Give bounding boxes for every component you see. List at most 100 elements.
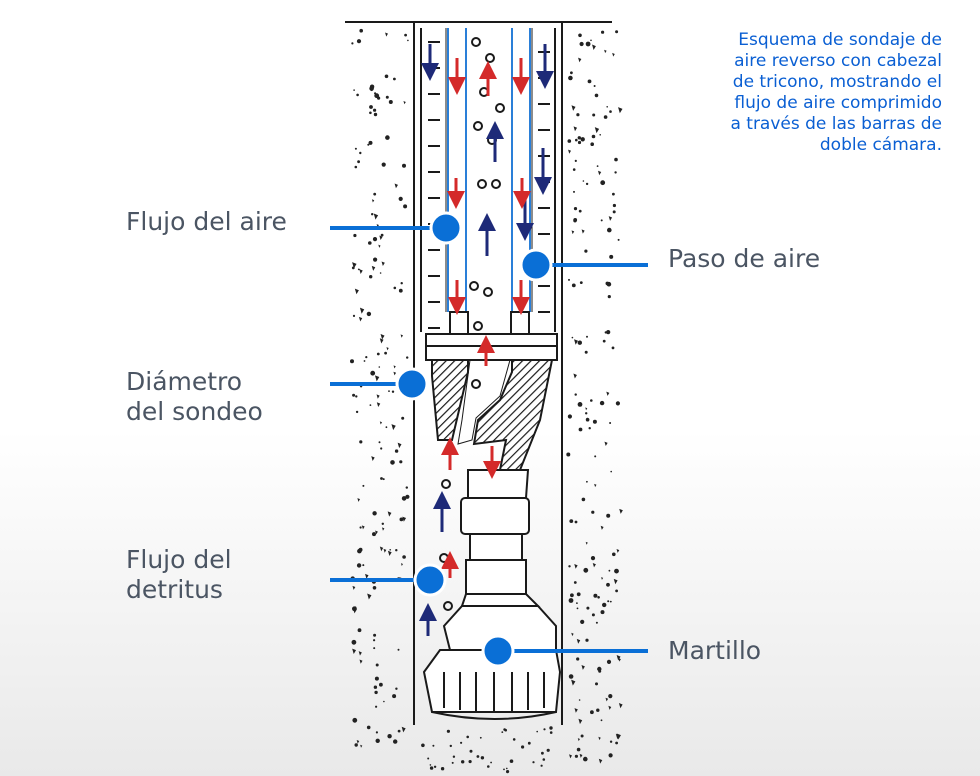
label-text: Paso de aire	[668, 244, 821, 273]
callouts	[330, 211, 648, 668]
ground-speck	[380, 447, 383, 450]
ground-speck	[363, 360, 366, 362]
ground-speck	[351, 639, 357, 645]
ground-speck	[532, 761, 535, 764]
ground-speck	[573, 190, 575, 193]
debris-bubble	[477, 179, 487, 189]
ground-speck	[591, 134, 596, 139]
ground-speck	[383, 548, 387, 553]
debris-bubble	[471, 37, 481, 47]
ground-speck	[379, 546, 384, 552]
ground-speck	[571, 230, 575, 235]
caption-line: aire reverso con cabezal	[734, 51, 942, 71]
ground-speck	[359, 28, 364, 33]
ground-speck	[352, 262, 357, 269]
ground-speck	[618, 658, 621, 662]
flow-arrows	[419, 44, 554, 636]
ground-speck	[604, 49, 607, 54]
ground-speck	[432, 744, 435, 747]
ground-speck	[595, 682, 598, 686]
ground-speck	[541, 751, 544, 755]
ground-speck	[384, 351, 387, 355]
ground-speck	[594, 455, 597, 458]
ground-speck	[356, 93, 359, 97]
ground-speck	[427, 757, 430, 760]
ground-speck	[605, 281, 610, 286]
caption-line: doble cámara.	[819, 135, 942, 155]
debris-bubble	[471, 379, 481, 389]
ground-speck	[581, 229, 585, 234]
ground-speck	[399, 517, 404, 522]
ground-speck	[406, 356, 409, 359]
ground-speck	[352, 648, 357, 655]
label-flujo-aire: Flujo del aire	[126, 207, 287, 237]
ground-speck	[603, 115, 608, 119]
ground-speck	[373, 639, 376, 642]
ground-speck	[393, 365, 396, 369]
ground-speck	[398, 288, 403, 293]
ground-speck	[373, 192, 377, 196]
ground-speck	[487, 765, 490, 768]
ground-speck	[583, 756, 588, 762]
ground-speck	[373, 633, 377, 637]
ground-speck	[451, 761, 454, 764]
ground-speck	[600, 525, 604, 530]
ground-speck	[401, 726, 406, 733]
ground-speck	[580, 734, 584, 738]
ground-speck	[371, 456, 375, 461]
ground-speck	[579, 753, 583, 758]
ground-speck	[395, 687, 398, 690]
ground-speck	[400, 563, 403, 566]
ground-speck	[581, 497, 586, 502]
ground-speck	[476, 755, 480, 758]
ground-speck	[369, 275, 373, 279]
ground-speck	[612, 52, 615, 57]
ground-speck	[616, 548, 620, 553]
ground-speck	[606, 513, 611, 518]
ground-speck	[376, 352, 380, 356]
ground-speck	[578, 427, 583, 432]
ground-speck	[354, 606, 357, 609]
ground-speck	[395, 549, 398, 552]
ground-speck	[608, 753, 613, 758]
ground-speck	[578, 699, 581, 701]
ground-speck	[354, 147, 357, 150]
ground-speck	[609, 254, 614, 259]
ground-speck	[402, 516, 407, 522]
caption-line: de tricono, mostrando el	[732, 72, 942, 92]
ground-speck	[590, 142, 594, 146]
ground-speck	[376, 402, 381, 408]
ground-speck	[397, 648, 400, 651]
ground-speck	[376, 394, 380, 399]
ground-speck	[372, 237, 378, 242]
ground-speck	[609, 110, 612, 113]
ground-speck	[357, 628, 362, 633]
ground-speck	[393, 739, 398, 744]
ground-speck	[578, 57, 582, 63]
ground-speck	[592, 113, 596, 117]
ground-speck	[353, 89, 355, 91]
ground-speck	[602, 339, 606, 343]
ground-speck	[590, 556, 596, 561]
ground-speck	[372, 511, 377, 516]
ground-speck	[356, 39, 362, 44]
ground-speck	[577, 136, 581, 140]
ground-speck	[599, 400, 605, 406]
ground-speck	[440, 767, 445, 771]
ground-speck	[381, 522, 384, 525]
ground-speck	[373, 213, 379, 220]
ground-speck	[373, 647, 376, 650]
debris-bubble	[441, 479, 451, 489]
ground-speck	[574, 520, 578, 524]
debris-bubble	[473, 121, 483, 131]
ground-speck	[354, 743, 358, 747]
ground-speck	[599, 134, 601, 136]
ground-speck	[606, 391, 610, 396]
ground-speck	[353, 233, 357, 238]
ground-speck	[394, 183, 398, 189]
ground-speck	[549, 731, 553, 734]
ground-speck	[379, 338, 384, 344]
ground-speck	[361, 525, 365, 530]
ground-speck	[596, 165, 599, 168]
ground-speck	[370, 89, 373, 92]
